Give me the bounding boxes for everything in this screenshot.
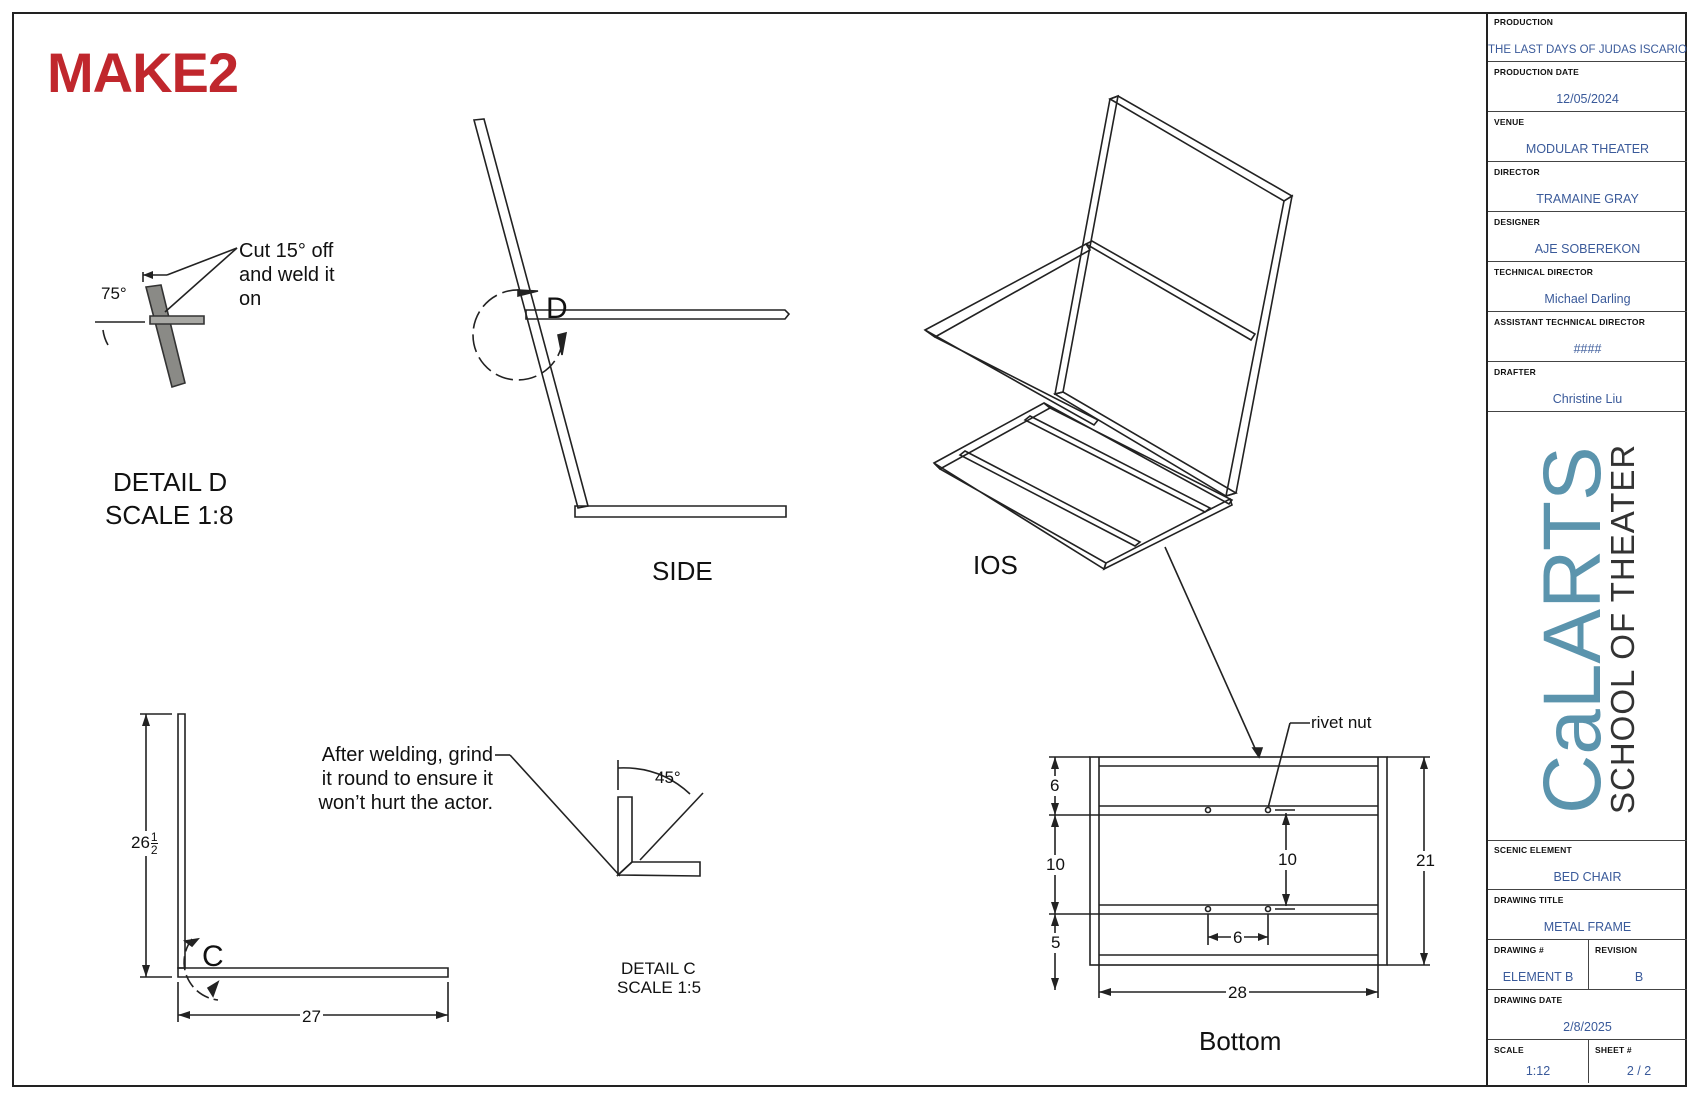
dim-28-bottom: 28 xyxy=(1226,983,1249,1003)
drafter-cell: DRAFTER Christine Liu xyxy=(1488,362,1687,412)
drawing-date-header: DRAWING DATE xyxy=(1494,995,1563,1005)
dim-10-center: 10 xyxy=(1276,850,1299,870)
drawing-title-cell: DRAWING TITLE METAL FRAME xyxy=(1488,890,1687,940)
drawing-number-header: DRAWING # xyxy=(1494,945,1544,955)
revision-value: B xyxy=(1634,970,1644,984)
detail-d-note-line-2: and weld it xyxy=(239,264,335,286)
sheet-header: SHEET # xyxy=(1595,1045,1632,1055)
venue-cell: VENUE MODULAR THEATER xyxy=(1488,112,1687,162)
detail-c-scale: SCALE 1:5 xyxy=(617,978,702,997)
side-marker-d: D xyxy=(546,292,568,325)
dim-21-right: 21 xyxy=(1414,851,1437,871)
director-value: TRAMAINE GRAY xyxy=(1536,192,1639,206)
detail-c-drawing xyxy=(615,760,704,877)
corner-marker-c: C xyxy=(202,940,224,973)
detail-d-angle: 75° xyxy=(101,284,127,303)
grind-note: After welding, grind it round to ensure … xyxy=(305,743,493,815)
drawing-number-value: ELEMENT B xyxy=(1502,970,1574,984)
side-view-drawing xyxy=(472,118,791,518)
revision-header: REVISION xyxy=(1595,945,1638,955)
detail-d-scale: SCALE 1:8 xyxy=(105,500,234,530)
make2-logo: MAKE2 xyxy=(47,41,239,104)
scenic-element-header: SCENIC ELEMENT xyxy=(1494,845,1572,855)
drawing-date-value: 2/8/2025 xyxy=(1563,1020,1612,1034)
dim-10-left: 10 xyxy=(1044,855,1067,875)
drawing-title-value: METAL FRAME xyxy=(1543,920,1632,934)
dim-height-denominator: 2 xyxy=(150,843,158,857)
drafter-value: Christine Liu xyxy=(1552,392,1623,406)
detail-d-title: DETAIL D xyxy=(113,467,228,497)
detail-c-angle: 45° xyxy=(655,768,681,787)
drawing-number-cell: DRAWING # ELEMENT B xyxy=(1488,940,1588,989)
drawing-number-row: DRAWING # ELEMENT B REVISION B xyxy=(1488,940,1687,990)
director-cell: DIRECTOR TRAMAINE GRAY xyxy=(1488,162,1687,212)
detail-d-note-line-3: on xyxy=(239,288,262,310)
director-header: DIRECTOR xyxy=(1494,167,1540,177)
rivet-nut-note: rivet nut xyxy=(1311,713,1372,732)
designer-cell: DESIGNER AJE SOBEREKON xyxy=(1488,212,1687,262)
dim-6-center: 6 xyxy=(1231,928,1245,948)
detail-d-note-line-1: Cut 15° off xyxy=(239,240,334,262)
technical-director-header: TECHNICAL DIRECTOR xyxy=(1494,267,1594,277)
technical-director-value: Michael Darling xyxy=(1544,292,1631,306)
calarts-wordmark: CaLARTS xyxy=(1527,446,1618,814)
grind-note-line-3: won’t hurt the actor. xyxy=(318,792,493,814)
assistant-td-value: #### xyxy=(1573,342,1602,356)
drawing-date-cell: DRAWING DATE 2/8/2025 xyxy=(1488,990,1687,1040)
detail-c-title: DETAIL C xyxy=(621,959,696,978)
title-block: PRODUCTION THE LAST DAYS OF JUDAS ISCARI… xyxy=(1486,12,1687,1087)
dim-height-whole: 26 xyxy=(131,832,150,852)
dim-height-numerator: 1 xyxy=(150,830,158,844)
side-view-title: SIDE xyxy=(652,556,713,586)
dim-base-length: 27 xyxy=(300,1007,323,1027)
detail-d-drawing xyxy=(95,247,238,389)
designer-value: AJE SOBEREKON xyxy=(1534,242,1641,256)
ios-view-title: IOS xyxy=(973,550,1018,580)
corner-view-drawing xyxy=(140,713,449,1022)
assistant-td-cell: ASSISTANT TECHNICAL DIRECTOR #### xyxy=(1488,312,1687,362)
venue-header: VENUE xyxy=(1494,117,1525,127)
sheet-cell: SHEET # 2 / 2 xyxy=(1588,1040,1689,1083)
production-date-cell: PRODUCTION DATE 12/05/2024 xyxy=(1488,62,1687,112)
drafter-header: DRAFTER xyxy=(1494,367,1537,377)
calarts-brand-logo: CaLARTS SCHOOL OF THEATER xyxy=(1488,412,1687,841)
production-value: THE LAST DAYS OF JUDAS ISCARIOT xyxy=(1488,44,1687,56)
technical-director-cell: TECHNICAL DIRECTOR Michael Darling xyxy=(1488,262,1687,312)
revision-cell: REVISION B xyxy=(1588,940,1689,989)
venue-value: MODULAR THEATER xyxy=(1525,142,1650,156)
dim-6-top: 6 xyxy=(1048,776,1062,796)
sheet-value: 2 / 2 xyxy=(1626,1064,1652,1078)
production-cell: PRODUCTION THE LAST DAYS OF JUDAS ISCARI… xyxy=(1488,12,1687,62)
drawing-sheet xyxy=(12,12,1687,1087)
ios-view-drawing xyxy=(923,94,1294,571)
scale-sheet-row: SCALE 1:12 SHEET # 2 / 2 xyxy=(1488,1040,1687,1083)
scenic-element-cell: SCENIC ELEMENT BED CHAIR xyxy=(1488,840,1687,890)
production-header: PRODUCTION xyxy=(1494,17,1554,27)
designer-header: DESIGNER xyxy=(1494,217,1540,227)
scale-header: SCALE xyxy=(1494,1045,1524,1055)
assistant-td-header: ASSISTANT TECHNICAL DIRECTOR xyxy=(1494,317,1646,327)
dim-5-left: 5 xyxy=(1049,933,1063,953)
scale-cell: SCALE 1:12 xyxy=(1488,1040,1588,1083)
grind-note-line-1: After welding, grind xyxy=(321,744,493,766)
bottom-view-drawing xyxy=(1049,722,1430,998)
bottom-view-title: Bottom xyxy=(1199,1026,1282,1056)
calarts-logo-graphic: CaLARTS SCHOOL OF THEATER xyxy=(1527,444,1641,814)
scale-value: 1:12 xyxy=(1525,1064,1551,1078)
school-of-theater-wordmark: SCHOOL OF THEATER xyxy=(1604,444,1641,814)
scenic-element-value: BED CHAIR xyxy=(1553,870,1622,884)
grind-note-line-2: it round to ensure it xyxy=(321,768,493,790)
detail-d-note: Cut 15° off and weld it on xyxy=(239,239,335,311)
drawing-title-header: DRAWING TITLE xyxy=(1494,895,1564,905)
production-date-header: PRODUCTION DATE xyxy=(1494,67,1580,77)
production-date-value: 12/05/2024 xyxy=(1556,92,1619,106)
